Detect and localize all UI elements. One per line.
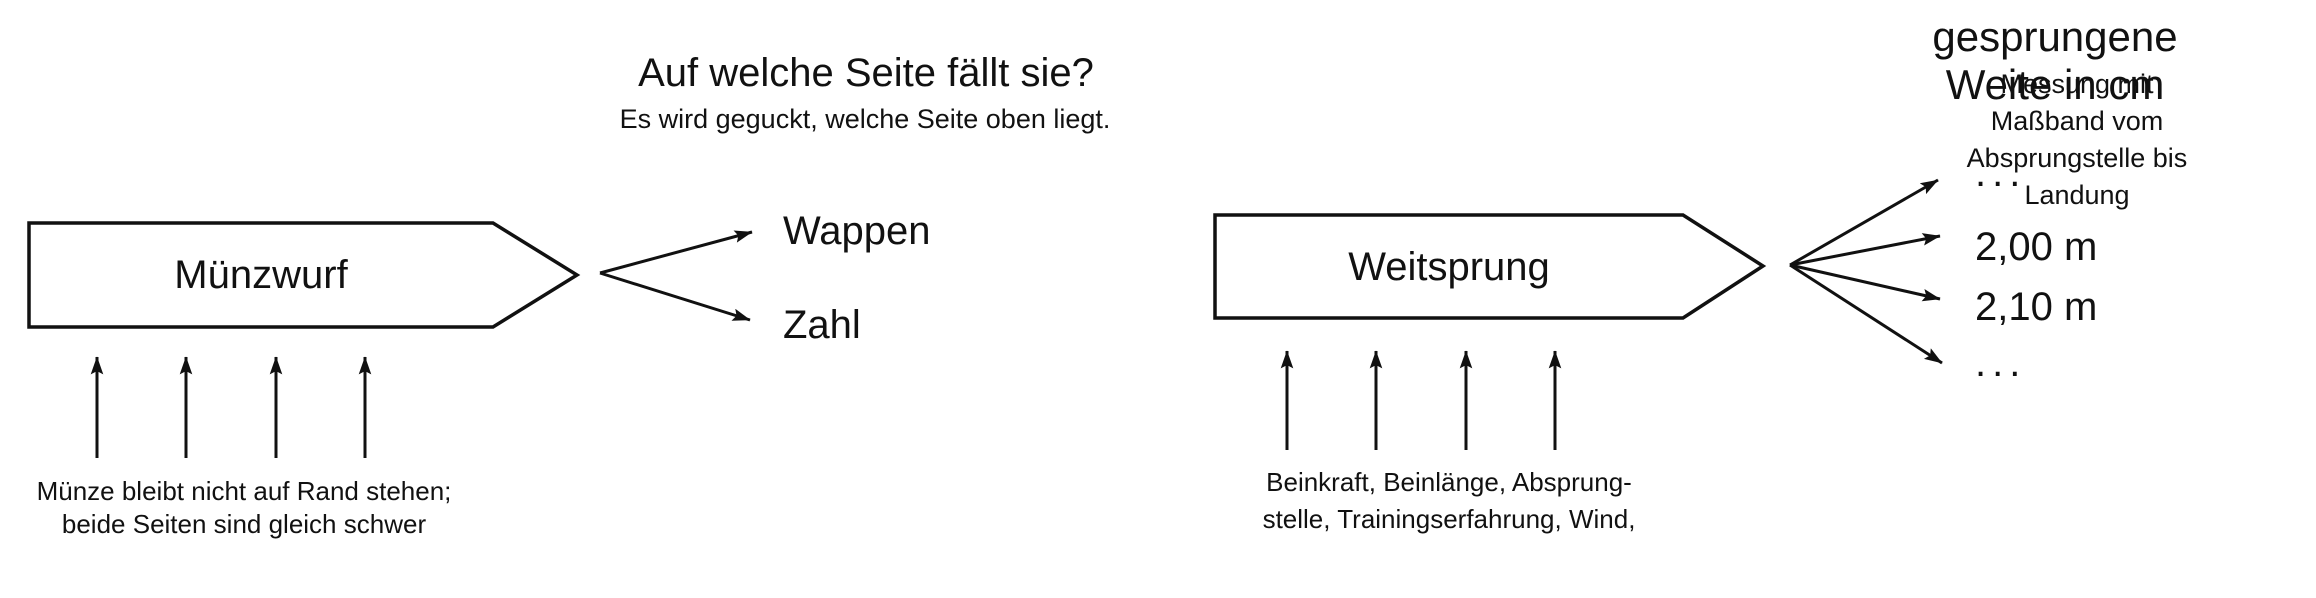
outcome-branch-arrow: [599, 271, 751, 322]
coin-toss-question-title: Auf welche Seite fällt sie?: [638, 51, 1094, 95]
coin-toss-conditions-note: Münze bleibt nicht auf Rand stehen; beid…: [36, 476, 452, 539]
outcome-branch-arrow: [1789, 263, 1941, 302]
long-jump-outcome-branches: [1789, 178, 1943, 365]
long-jump-experiment-box-shape: [1213, 213, 1767, 320]
outcome-branch-arrow: [1789, 233, 1941, 267]
outcome-branch-arrow: [1789, 263, 1943, 365]
long-jump-influence-arrows: [1280, 350, 1562, 450]
coin-toss-outcome-zahl: Zahl: [783, 303, 861, 347]
long-jump-outcome-ellipsis-bottom: ...: [1975, 341, 2027, 385]
long-jump-outcome-ellipsis-top: ...: [1975, 151, 2027, 195]
long-jump-outcome-200: 2,00 m: [1975, 225, 2098, 269]
long-jump-measure-subtitle: Messung mit Maßband vom Absprungstelle b…: [1966, 69, 2188, 210]
outcome-branch-arrow: [599, 230, 753, 275]
long-jump-measure-title: gesprungene Weite in cm: [1932, 13, 2178, 109]
long-jump-experiment-label: Weitsprung: [1348, 245, 1550, 289]
long-jump-outcome-210: 2,10 m: [1975, 285, 2098, 329]
coin-toss-experiment-box-shape: [27, 221, 581, 329]
coin-toss-question-subtitle: Es wird geguckt, welche Seite oben liegt…: [619, 104, 1111, 134]
long-jump-influences-note: Beinkraft, Beinlänge, Absprung- stelle, …: [1262, 467, 1636, 534]
coin-toss-experiment-label: Münzwurf: [174, 253, 348, 297]
outcome-branch-arrow: [1789, 178, 1939, 267]
coin-toss-influence-arrows: [90, 356, 372, 458]
coin-toss-outcome-wappen: Wappen: [783, 209, 931, 253]
coin-toss-outcome-branches: [599, 230, 753, 322]
